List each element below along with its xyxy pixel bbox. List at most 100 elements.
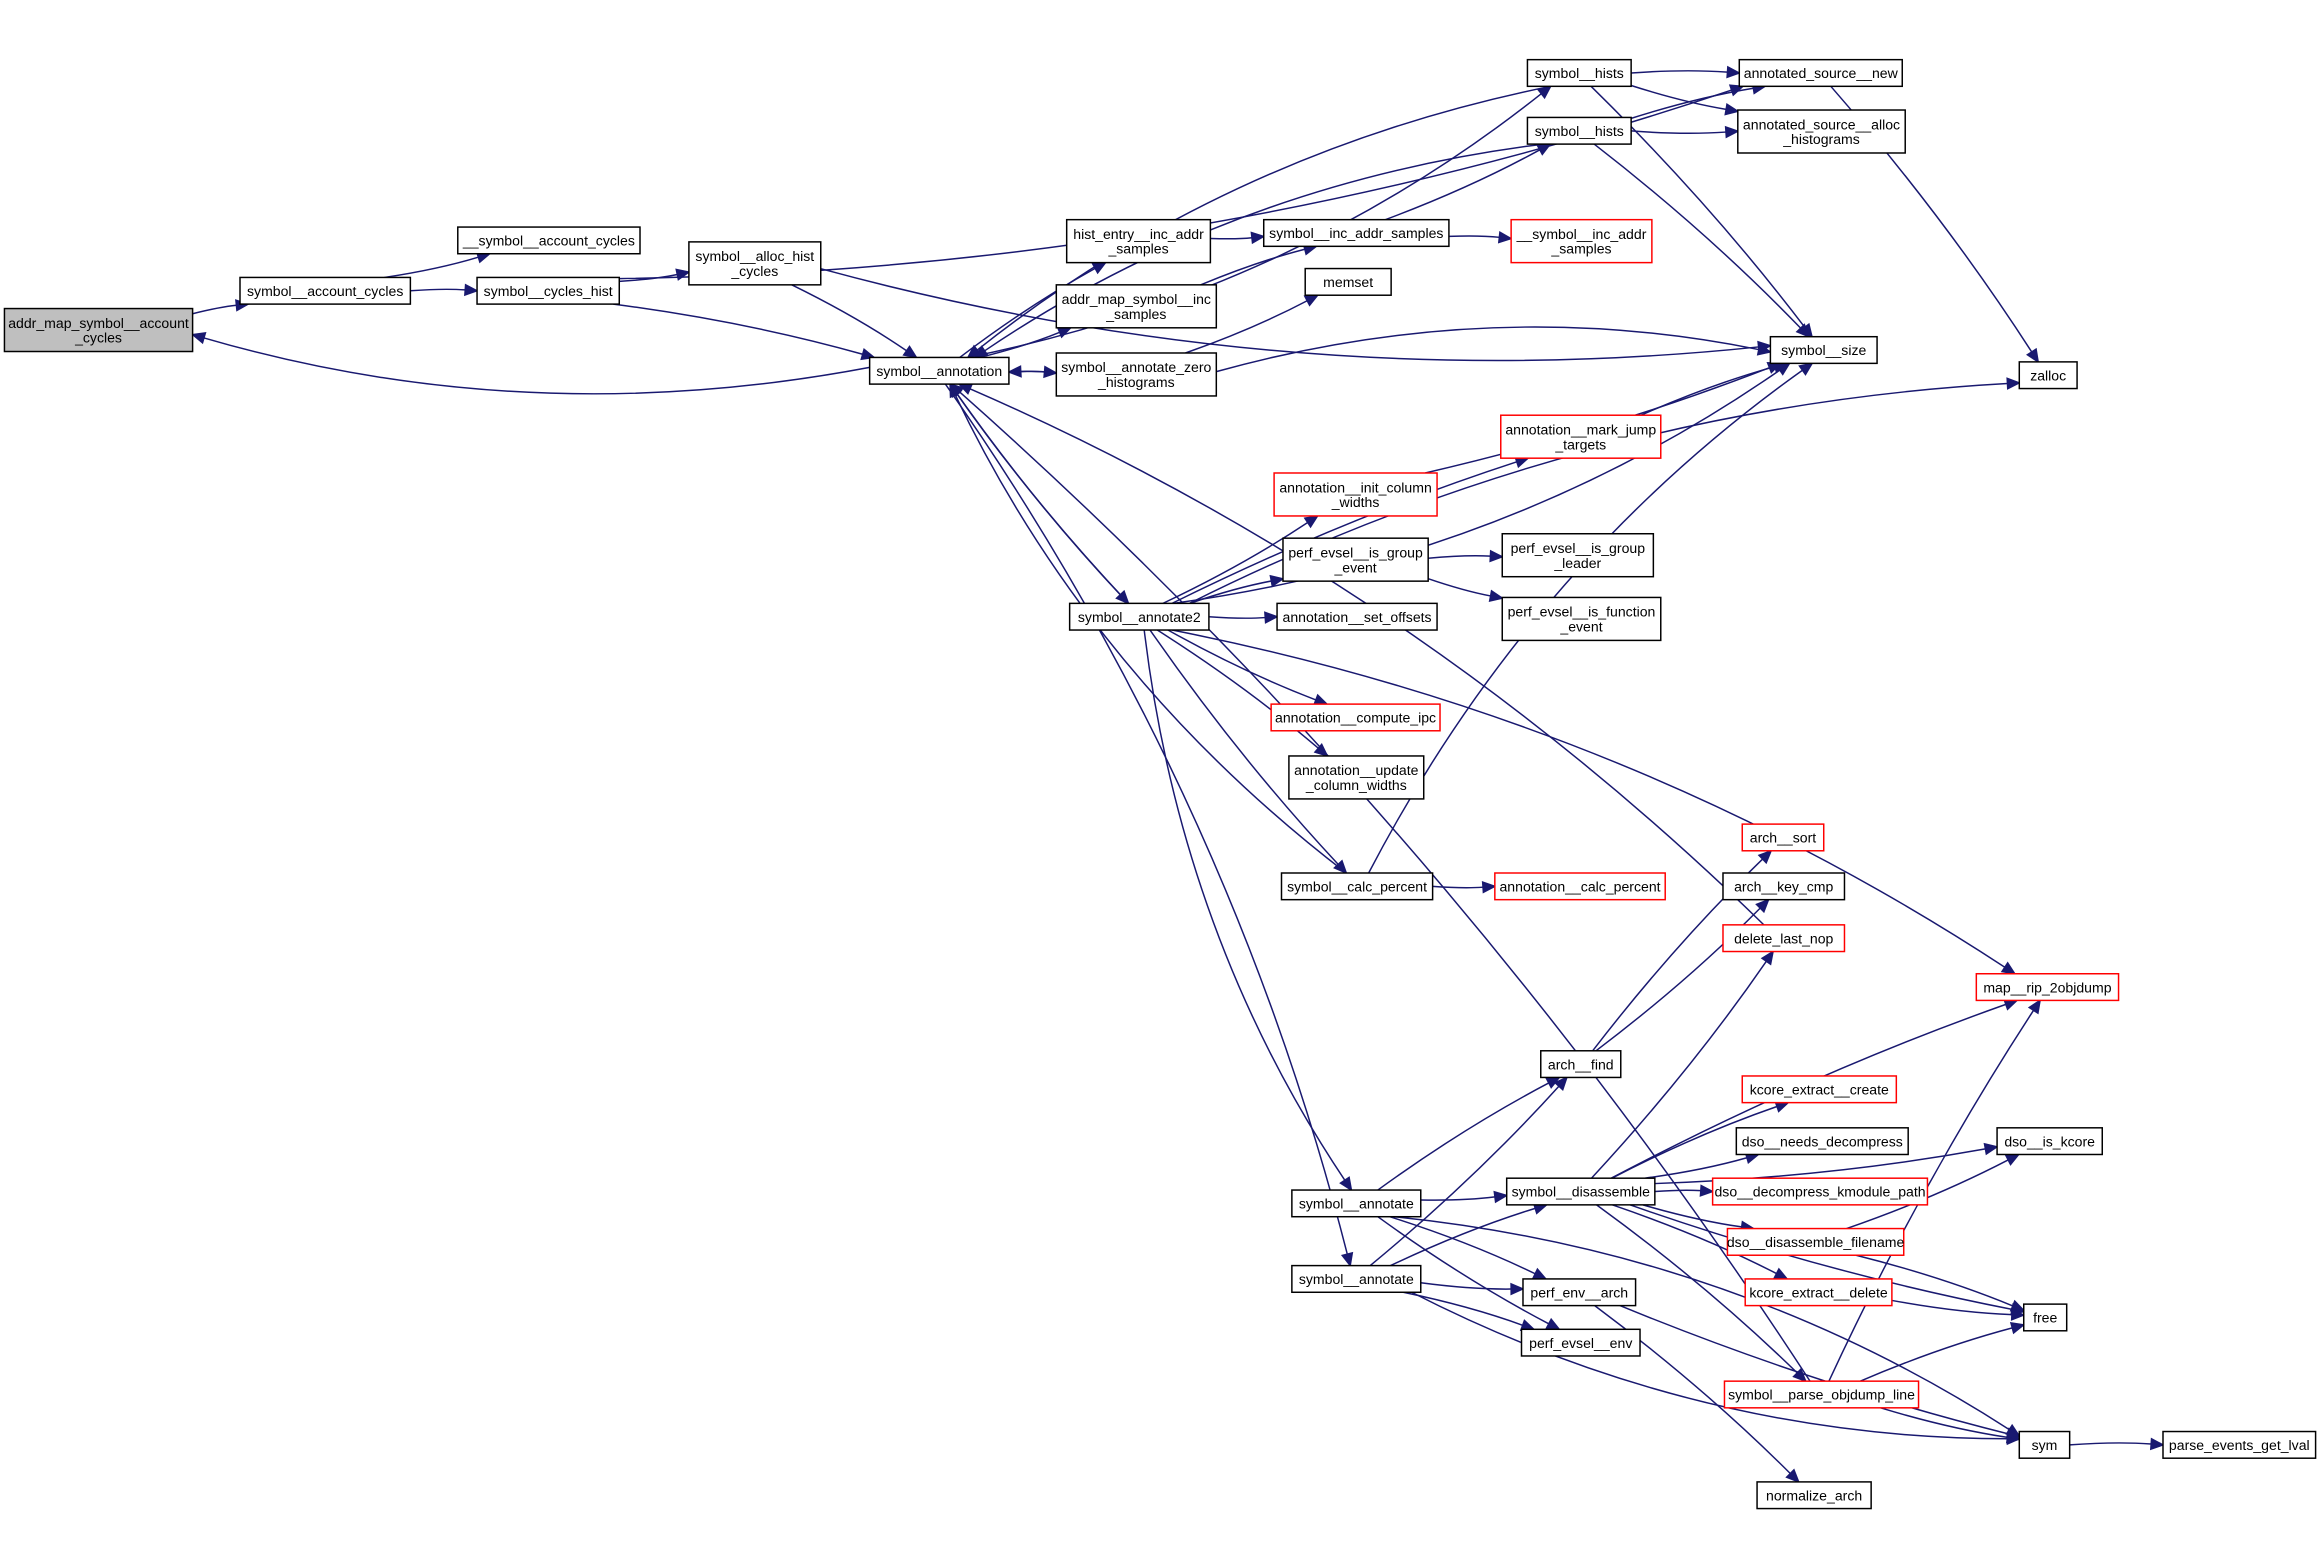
node-mr2o[interactable]: map__rip_2objdump <box>1975 973 2120 1002</box>
arrowhead-icon <box>2010 1308 2026 1321</box>
node-_sac[interactable]: __symbol__account_cycles <box>457 226 641 255</box>
node-label: _samples <box>1550 241 1611 257</box>
node-aso[interactable]: annotation__set_offsets <box>1276 602 1438 631</box>
edge-line <box>1377 1216 1550 1325</box>
node-label: addr_map_symbol__account <box>8 315 189 331</box>
node-sdis[interactable]: symbol__disassemble <box>1505 1177 1656 1206</box>
node-pea[interactable]: perf_env__arch <box>1522 1278 1637 1307</box>
node-ddkp[interactable]: dso__decompress_kmodule_path <box>1711 1177 1929 1206</box>
node-amjt[interactable]: annotation__mark_jump_targets <box>1500 414 1662 459</box>
node-ddf[interactable]: dso__disassemble_filename <box>1726 1227 1905 1256</box>
edge-line <box>949 383 1121 596</box>
node-box <box>1726 1227 1905 1256</box>
node-hists2[interactable]: symbol__hists <box>1526 116 1632 145</box>
arrowhead-icon <box>1007 365 1022 378</box>
arrowhead-icon <box>1760 949 1775 966</box>
node-box <box>1769 335 1878 365</box>
node-peigl[interactable]: perf_evsel__is_group_leader <box>1501 532 1655 578</box>
edge-line <box>1149 629 1339 865</box>
node-ssize[interactable]: symbol__size <box>1769 335 1878 365</box>
node-afind[interactable]: arch__find <box>1540 1050 1622 1079</box>
edge-line <box>1631 70 1728 74</box>
arrowhead-icon <box>1724 102 1740 116</box>
node-sazh[interactable]: symbol__annotate_zero_histograms <box>1055 352 1218 397</box>
arrowhead-icon <box>2005 1427 2022 1440</box>
edge-hists1-to-sann <box>966 85 1551 359</box>
node-label: symbol__parse_objdump_line <box>1728 1387 1915 1403</box>
node-_sias[interactable]: __symbol__inc_addr_samples <box>1510 218 1653 264</box>
node-ked[interactable]: kcore_extract__delete <box>1744 1278 1893 1307</box>
edge-sann1-to-afind <box>1377 1076 1561 1191</box>
node-scp[interactable]: symbol__calc_percent <box>1280 872 1434 901</box>
node-narch[interactable]: normalize_arch <box>1756 1481 1872 1510</box>
node-box <box>1068 602 1210 631</box>
edge-sdis-to-dik <box>1654 1142 1999 1185</box>
node-acp[interactable]: annotation__calc_percent <box>1494 872 1666 901</box>
node-sac[interactable]: symbol__account_cycles <box>239 276 412 305</box>
node-zalloc[interactable]: zalloc <box>2018 361 2078 390</box>
arrowhead-icon <box>1269 574 1285 588</box>
node-box <box>1522 1278 1637 1307</box>
node-asort[interactable]: arch__sort <box>1741 823 1825 852</box>
node-aicw[interactable]: annotation__init_column_widths <box>1273 472 1438 517</box>
node-hists1[interactable]: symbol__hists <box>1526 58 1632 88</box>
node-box <box>1065 218 1212 264</box>
edge-line <box>1185 300 1308 354</box>
node-label: annotation__calc_percent <box>1499 879 1660 895</box>
edge-line <box>1654 1189 1701 1193</box>
edge-hists2-to-asah <box>1631 125 1740 139</box>
node-asah[interactable]: annotated_source__alloc_histograms <box>1737 109 1906 154</box>
node-heias[interactable]: hist_entry__inc_addr_samples <box>1065 218 1212 264</box>
node-label: annotated_source__new <box>1744 65 1899 81</box>
arrowhead-icon <box>464 283 479 297</box>
node-pegl[interactable]: parse_events_get_lval <box>2162 1430 2317 1459</box>
nodes-layer: addr_map_symbol__account_cycles symbol__a… <box>3 58 2317 1510</box>
node-root[interactable]: addr_map_symbol__account_cycles <box>3 307 194 353</box>
node-box <box>1304 267 1392 296</box>
arrowhead-icon <box>1340 1251 1354 1268</box>
node-sann[interactable]: symbol__annotation <box>868 356 1010 385</box>
node-dnd[interactable]: dso__needs_decompress <box>1735 1127 1909 1156</box>
node-memset[interactable]: memset <box>1304 267 1392 296</box>
node-label: symbol__hists <box>1535 123 1624 139</box>
node-box <box>1526 116 1632 145</box>
node-label: addr_map_symbol__inc <box>1062 291 1211 307</box>
node-amsis[interactable]: addr_map_symbol__inc_samples <box>1055 284 1218 329</box>
node-label: annotated_source__alloc <box>1743 116 1900 132</box>
node-asn[interactable]: annotated_source__new <box>1738 58 1903 88</box>
node-label: dso__needs_decompress <box>1742 1133 1903 1149</box>
node-label: free <box>2033 1310 2057 1326</box>
node-sias[interactable]: symbol__inc_addr_samples <box>1262 218 1450 248</box>
node-sa2[interactable]: symbol__annotate2 <box>1068 602 1210 631</box>
node-aucw[interactable]: annotation__update_column_widths <box>1288 755 1425 800</box>
node-peife[interactable]: perf_evsel__is_function_event <box>1501 596 1662 642</box>
edge-sch-to-sann <box>613 303 876 361</box>
node-aci[interactable]: annotation__compute_ipc <box>1270 703 1441 732</box>
node-box <box>1722 924 1846 953</box>
edge-sias-to-_sias <box>1448 230 1513 244</box>
edge-line <box>1210 237 1253 240</box>
arrowhead-icon <box>1785 1468 1800 1484</box>
node-spol[interactable]: symbol__parse_objdump_line <box>1723 1380 1920 1409</box>
arrowhead-icon <box>2149 1437 2165 1451</box>
node-label: dso__is_kcore <box>2004 1133 2095 1149</box>
arrowhead-icon <box>2006 377 2022 390</box>
node-sann1[interactable]: symbol__annotate <box>1291 1189 1422 1218</box>
edge-sac-to-sch <box>410 283 479 297</box>
node-pee[interactable]: perf_evsel__env <box>1520 1328 1641 1357</box>
arrowhead-icon <box>1489 549 1505 563</box>
arrowhead-icon <box>1795 323 1811 339</box>
node-box <box>1975 973 2120 1002</box>
node-sahc[interactable]: symbol__alloc_hist_cycles <box>688 241 822 286</box>
node-free[interactable]: free <box>2022 1303 2068 1332</box>
node-label: annotation__init_column <box>1279 479 1431 495</box>
node-kec[interactable]: kcore_extract__create <box>1741 1075 1898 1104</box>
edge-line <box>1630 87 1754 120</box>
node-sch[interactable]: symbol__cycles_hist <box>476 276 621 305</box>
node-sann2[interactable]: symbol__annotate <box>1291 1264 1422 1294</box>
node-dik[interactable]: dso__is_kcore <box>1996 1127 2103 1156</box>
node-dln[interactable]: delete_last_nop <box>1722 924 1846 953</box>
node-peige[interactable]: perf_evsel__is_group_event <box>1282 537 1429 582</box>
node-akc[interactable]: arch__key_cmp <box>1722 872 1846 901</box>
node-sym[interactable]: sym <box>2018 1430 2071 1459</box>
